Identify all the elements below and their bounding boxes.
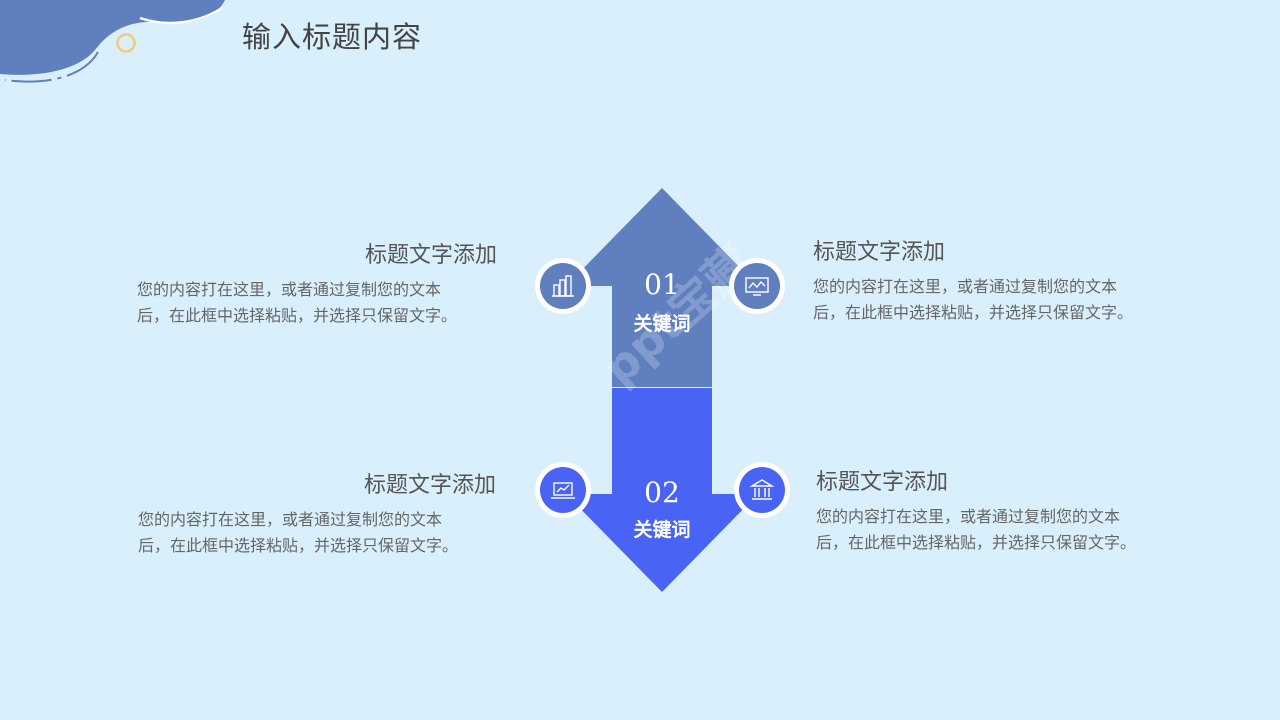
block-body: 您的内容打在这里，或者通过复制您的文本 后，在此框中选择粘贴，并选择只保留文字。 xyxy=(138,510,459,555)
text-block-bottom-right: 标题文字添加 您的内容打在这里，或者通过复制您的文本 后，在此框中选择粘贴，并选… xyxy=(816,464,1196,556)
block-heading: 标题文字添加 xyxy=(816,470,949,495)
arrow-down xyxy=(566,388,758,592)
block-body: 您的内容打在这里，或者通过复制您的文本 后，在此框中选择粘贴，并选择只保留文字。 xyxy=(816,507,1137,552)
text-block-top-right: 标题文字添加 您的内容打在这里，或者通过复制您的文本 后，在此框中选择粘贴，并选… xyxy=(813,234,1193,326)
step-number-2: 02 xyxy=(644,476,680,509)
page-title: 输入标题内容 xyxy=(242,20,423,54)
node-bottom-right xyxy=(734,462,790,518)
laptop-trend-icon xyxy=(551,482,575,499)
block-heading: 标题文字添加 xyxy=(813,240,946,265)
step-keyword-1: 关键词 xyxy=(633,313,691,335)
block-heading: 标题文字添加 xyxy=(364,243,497,268)
monitor-chart-icon xyxy=(745,277,769,296)
node-bottom-left xyxy=(535,462,591,518)
node-top-left xyxy=(535,258,591,314)
node-top-right xyxy=(729,258,785,314)
text-block-bottom-left: 标题文字添加 您的内容打在这里，或者通过复制您的文本 后，在此框中选择粘贴，并选… xyxy=(138,467,518,559)
block-heading: 标题文字添加 xyxy=(363,473,496,498)
arrow-up xyxy=(566,188,758,387)
block-body: 您的内容打在这里，或者通过复制您的文本 后，在此框中选择粘贴，并选择只保留文字。 xyxy=(137,280,458,325)
building-chart-icon xyxy=(552,275,574,297)
step-keyword-2: 关键词 xyxy=(633,519,691,541)
block-body: 您的内容打在这里，或者通过复制您的文本 后，在此框中选择粘贴，并选择只保留文字。 xyxy=(813,277,1134,322)
ring-icon xyxy=(116,33,136,53)
step-number-1: 01 xyxy=(644,268,680,301)
text-block-top-left: 标题文字添加 您的内容打在这里，或者通过复制您的文本 后，在此框中选择粘贴，并选… xyxy=(137,237,517,329)
bank-icon xyxy=(749,479,775,500)
corner-decoration xyxy=(0,0,225,83)
